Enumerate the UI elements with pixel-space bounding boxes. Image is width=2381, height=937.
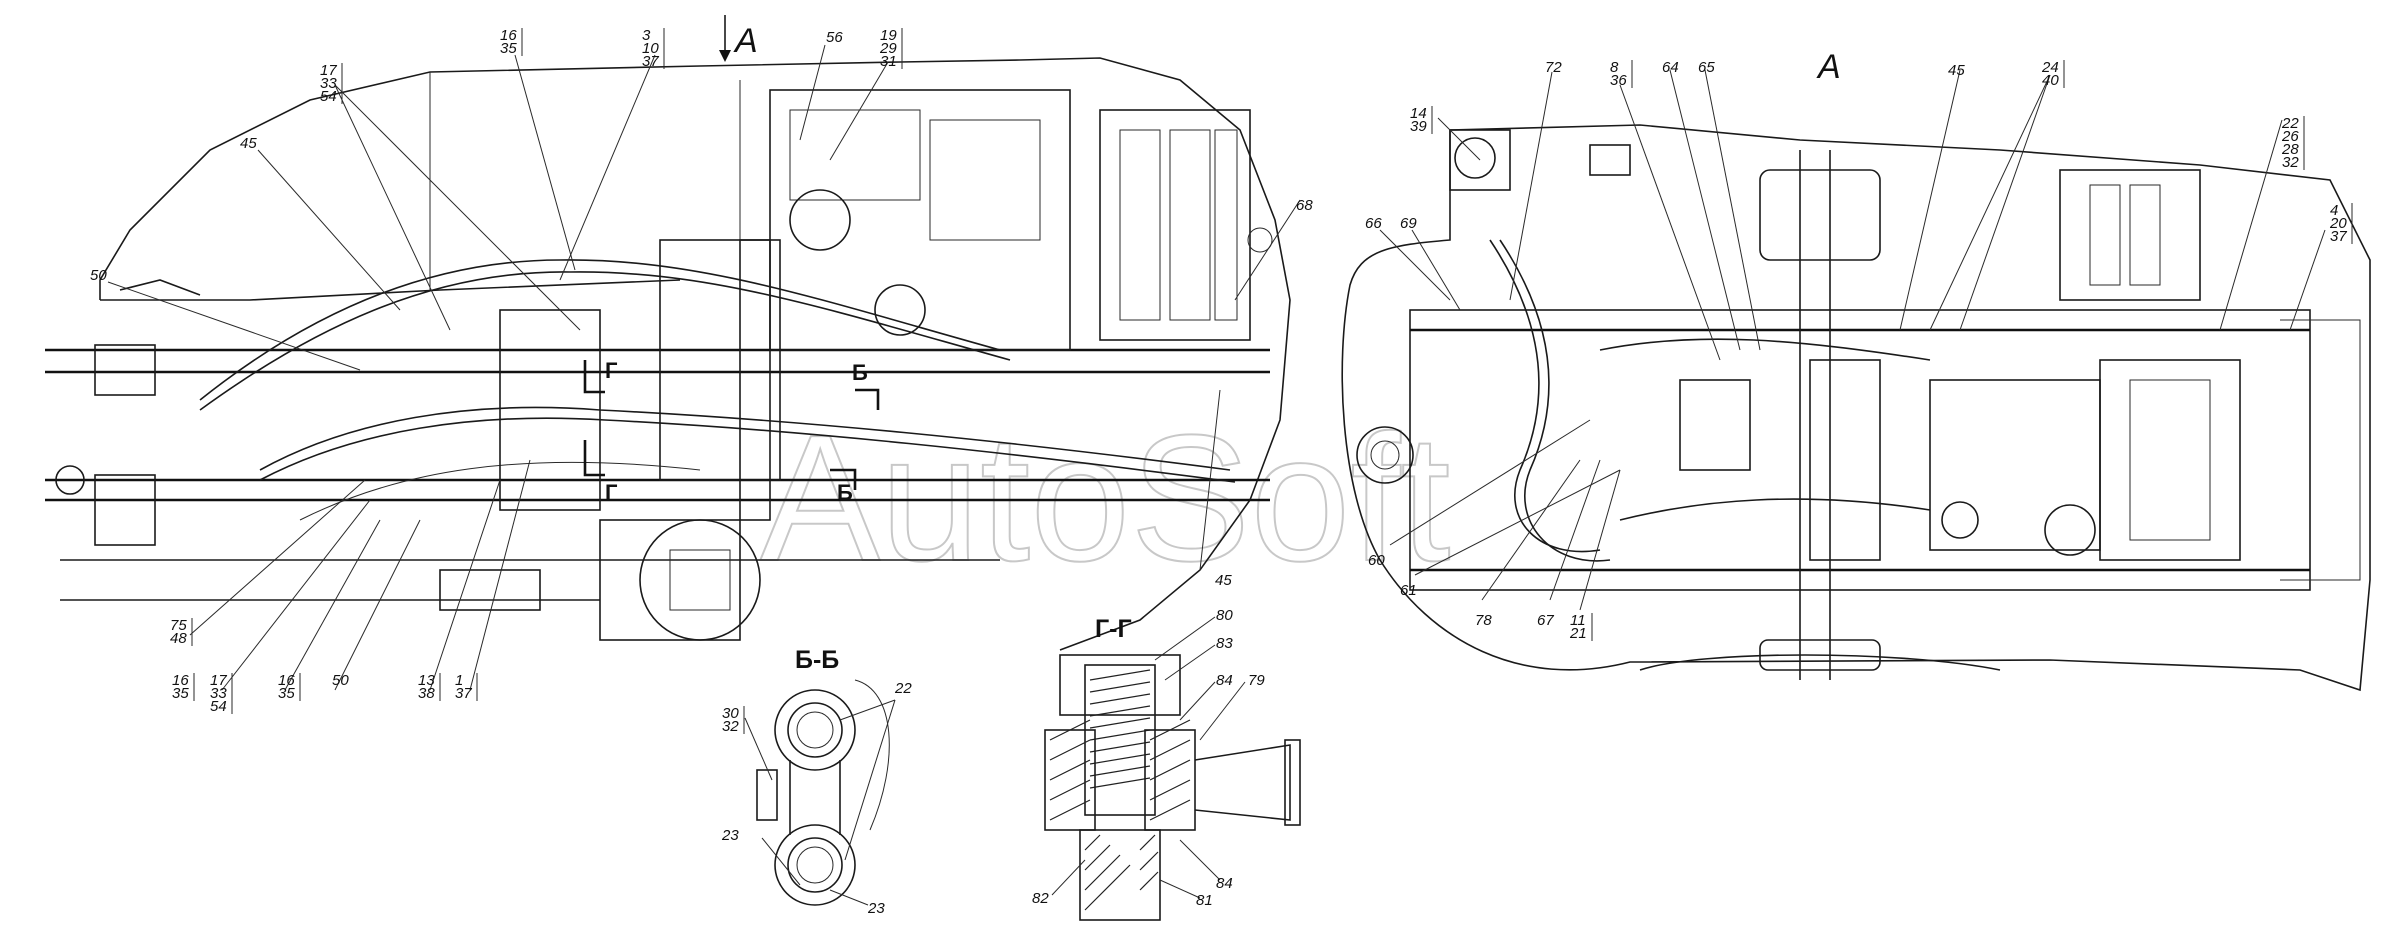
- callout-66: 66: [1365, 215, 1382, 232]
- section-g-label-bottom: Г: [605, 480, 618, 505]
- callout-45-right: 45: [1948, 62, 1965, 79]
- right-leader-lines: [1379, 69, 2326, 611]
- section-b-label-top: Б: [852, 360, 868, 385]
- callout-61: 61: [1400, 582, 1417, 599]
- callout-69: 69: [1400, 215, 1417, 232]
- watermark: AutoSoft: [760, 398, 1450, 599]
- callout-gg-81: 81: [1196, 892, 1213, 909]
- callout-gg-79: 79: [1248, 672, 1265, 689]
- callout-50-b: 50: [332, 672, 349, 689]
- callout-65: 65: [1698, 59, 1715, 76]
- callout-72: 72: [1545, 59, 1562, 76]
- callout-gg-80: 80: [1216, 607, 1233, 624]
- view-a-title: A: [1816, 48, 1841, 86]
- callout-64: 64: [1662, 59, 1679, 76]
- left-side-view: [45, 57, 1291, 651]
- callout-68: 68: [1296, 197, 1313, 214]
- callout-gg-84-a: 84: [1216, 672, 1233, 689]
- spring-coil: [1089, 669, 1151, 789]
- left-leader-lines: [107, 44, 1301, 691]
- section-g-label-top: Г: [605, 358, 618, 383]
- callout-45: 45: [240, 135, 257, 152]
- right-top-view: [1341, 124, 2371, 692]
- callout-50-top: 50: [90, 267, 107, 284]
- callout-bb-22: 22: [894, 680, 912, 697]
- section-bb-title: Б-Б: [795, 646, 839, 674]
- callout-78: 78: [1475, 612, 1492, 629]
- section-bb: Б-Б: [744, 646, 896, 906]
- callout-bb-23-b: 23: [867, 900, 885, 917]
- callout-gg-82: 82: [1032, 890, 1049, 907]
- section-gg: Г-Г: [1044, 615, 1301, 921]
- callout-56: 56: [826, 29, 843, 46]
- section-b-label-bottom: Б: [837, 480, 853, 505]
- section-g-marker-top: Г: [583, 358, 618, 394]
- callout-bb-23-a: 23: [721, 827, 739, 844]
- callout-gg-84-b: 84: [1216, 875, 1233, 892]
- section-gg-title: Г-Г: [1095, 615, 1132, 643]
- section-b-marker-top: Б: [852, 360, 880, 410]
- callout-45-b: 45: [1215, 572, 1232, 589]
- section-b-marker-bottom: Б: [830, 468, 857, 505]
- callout-gg-83: 83: [1216, 635, 1233, 652]
- section-g-marker-bottom: Г: [583, 440, 618, 505]
- callout-67: 67: [1537, 612, 1554, 629]
- callout-60: 60: [1368, 552, 1385, 569]
- view-a-arrow: A: [719, 15, 758, 62]
- view-a-arrow-label: A: [733, 22, 758, 60]
